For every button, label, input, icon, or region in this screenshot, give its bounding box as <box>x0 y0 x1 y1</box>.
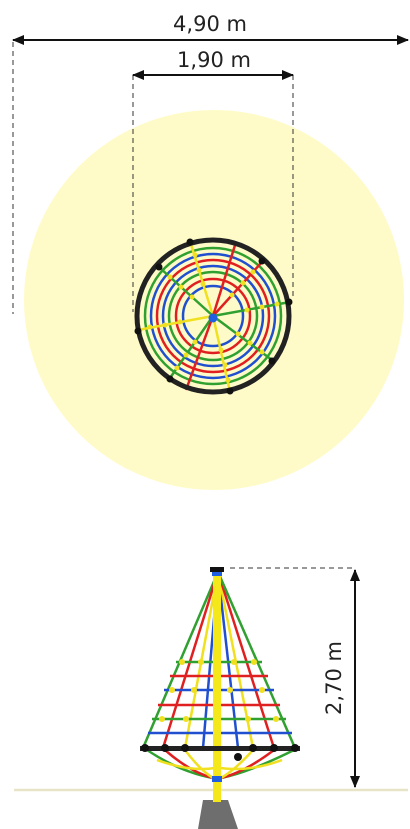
foundation-block <box>198 800 238 829</box>
cone-knots <box>159 659 279 722</box>
base-frame-anchors <box>141 744 299 761</box>
rope-ring <box>155 258 271 374</box>
anchor-points <box>134 238 293 395</box>
top-view: 4,90 m 1,90 m <box>12 12 409 490</box>
center-mast-top <box>208 313 218 323</box>
rope-ring <box>143 246 283 386</box>
mast-bottom-band <box>212 776 222 782</box>
side-view: 2,70 m <box>14 567 408 829</box>
dimension-label-outer: 4,90 m <box>173 12 247 36</box>
rope-ring <box>161 264 265 368</box>
mast-top-band <box>212 570 222 576</box>
base-frame <box>140 746 300 751</box>
dimension-label-height: 2,70 m <box>322 641 346 715</box>
rope-ring <box>181 284 245 348</box>
rope-ring <box>149 252 277 380</box>
outer-frame-ring <box>134 237 292 395</box>
safety-zone <box>24 110 404 490</box>
rope-ring <box>167 270 259 362</box>
rope-knots <box>147 252 280 383</box>
rope-ring <box>174 277 252 355</box>
dimension-label-inner: 1,90 m <box>177 48 251 72</box>
central-mast <box>213 572 221 802</box>
mast-cap <box>210 567 224 572</box>
lower-ropes <box>146 748 295 780</box>
